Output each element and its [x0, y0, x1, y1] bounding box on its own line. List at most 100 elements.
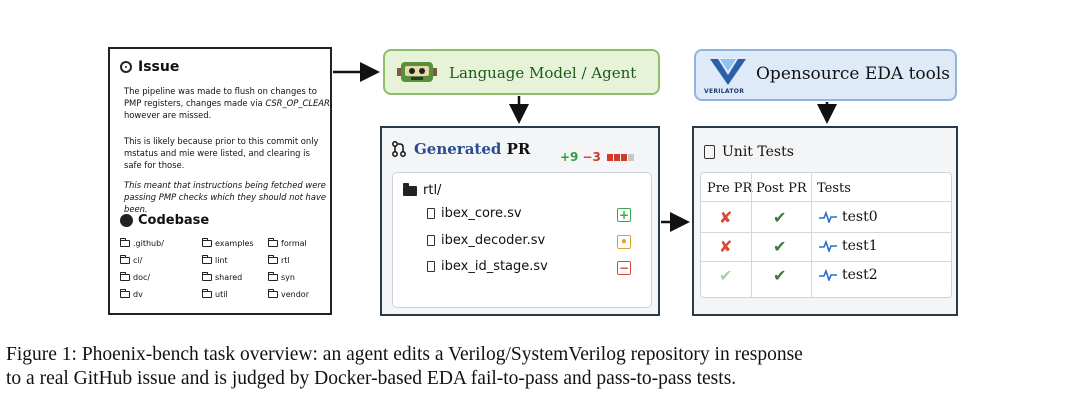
issue-paragraph-3: This meant that instructions being fetch… [124, 180, 327, 214]
pull-request-icon [392, 141, 406, 157]
folder-icon [268, 238, 278, 247]
language-model-box: Language Model / Agent [383, 49, 660, 95]
eda-tools-label: Opensource EDA tools [756, 64, 951, 84]
issue-heading: Issue [120, 59, 179, 75]
additions-count: +9 [560, 150, 579, 164]
language-model-label: Language Model / Agent [449, 64, 637, 82]
codebase-dir-name: .github/ [133, 239, 164, 248]
generated-pr-panel: Generated PR +9 −3 rtl/ ibex_core.sv + ibe… [380, 126, 660, 316]
issue-paragraph-1: The pipeline was made to flush on change… [124, 86, 330, 120]
file-change-modified-icon: • [617, 235, 631, 249]
codebase-dir-name: formal [281, 239, 307, 248]
figure-caption: Figure 1: Phoenix-bench task overview: a… [6, 343, 1076, 391]
folder-icon [120, 238, 130, 247]
file-name: ibex_decoder.sv [441, 233, 546, 248]
caption-line-2: to a real GitHub issue and is judged by … [6, 368, 737, 389]
codebase-dir-name: shared [215, 273, 243, 282]
pr-file-row[interactable]: ibex_core.sv [427, 206, 522, 221]
column-header-post-pr: Post PR [756, 181, 807, 196]
codebase-dir-item[interactable]: ci/ [120, 255, 143, 265]
file-change-deleted-icon: − [617, 261, 631, 275]
codebase-dir-name: vendor [281, 290, 309, 299]
codebase-dir-item[interactable]: formal [268, 238, 307, 248]
column-header-tests: Tests [817, 181, 851, 196]
folder-icon [120, 272, 130, 281]
codebase-dir-item[interactable]: examples [202, 238, 254, 248]
codebase-dir-name: doc/ [133, 273, 151, 282]
codebase-dir-item[interactable]: doc/ [120, 272, 151, 282]
codebase-dir-name: rtl [281, 256, 290, 265]
codebase-dir-name: lint [215, 256, 228, 265]
file-icon [427, 261, 435, 272]
codebase-dir-name: util [215, 290, 228, 299]
folder-row[interactable]: rtl/ [403, 182, 442, 198]
folder-icon [202, 255, 212, 264]
codebase-dir-name: syn [281, 273, 295, 282]
issue-panel: Issue The pipeline was made to flush on … [108, 47, 332, 315]
folder-icon [403, 182, 417, 196]
test-name: test0 [842, 209, 878, 225]
folder-icon [202, 289, 212, 298]
codebase-dir-item[interactable]: syn [268, 272, 295, 282]
pulse-icon [819, 240, 837, 252]
pr-title-generated: Generated [414, 140, 502, 158]
folder-icon [202, 238, 212, 247]
diff-bar [606, 153, 634, 161]
test-name: test1 [842, 238, 878, 254]
post-pr-result: ✔ [773, 208, 787, 227]
folder-icon [120, 255, 130, 264]
codebase-dir-name: ci/ [133, 256, 143, 265]
column-header-pre-pr: Pre PR [707, 181, 753, 196]
file-name: ibex_id_stage.sv [441, 259, 548, 274]
pr-file-row[interactable]: ibex_decoder.sv [427, 233, 545, 248]
issue-paragraph-2: This is likely because prior to this com… [124, 136, 319, 170]
issue-icon [120, 61, 132, 73]
test-row[interactable]: test2 [819, 267, 878, 283]
codebase-dir-name: dv [133, 290, 143, 299]
pr-file-row[interactable]: ibex_id_stage.sv [427, 259, 548, 274]
diff-stats: +9 −3 [560, 150, 634, 164]
issue-title: Issue [138, 59, 180, 75]
unit-tests-table: Pre PR Post PR Tests ✘ ✔ test0 ✘ ✔ test1 ✔ ✔ tes… [700, 172, 952, 298]
file-change-added-icon: + [617, 208, 631, 222]
folder-name: rtl/ [423, 183, 442, 198]
codebase-dir-item[interactable]: shared [202, 272, 243, 282]
robot-icon [397, 62, 437, 82]
codebase-dir-item[interactable]: vendor [268, 289, 309, 299]
post-pr-result: ✔ [773, 266, 787, 285]
eda-tools-box: VERILATOR Opensource EDA tools [694, 49, 957, 101]
file-icon [427, 208, 435, 219]
folder-icon [268, 289, 278, 298]
github-icon [120, 214, 133, 227]
test-name: test2 [842, 267, 878, 283]
test-row[interactable]: test0 [819, 209, 878, 225]
pre-pr-result: ✔ [719, 266, 733, 285]
clipboard-icon [704, 145, 715, 159]
codebase-dir-item[interactable]: util [202, 289, 228, 299]
codebase-dir-item[interactable]: .github/ [120, 238, 164, 248]
file-name: ibex_core.sv [441, 206, 522, 221]
unit-tests-heading: Unit Tests [704, 144, 794, 160]
file-icon [427, 235, 435, 246]
pr-heading: Generated PR [392, 140, 530, 158]
pre-pr-result: ✘ [719, 208, 733, 227]
codebase-dir-item[interactable]: dv [120, 289, 143, 299]
pulse-icon [819, 269, 837, 281]
unit-tests-title: Unit Tests [722, 144, 794, 160]
folder-icon [268, 272, 278, 281]
flow-arrows [333, 62, 837, 232]
pre-pr-result: ✘ [719, 237, 733, 256]
unit-tests-panel: Unit Tests Pre PR Post PR Tests ✘ ✔ test0 ✘… [692, 126, 958, 316]
codebase-dir-item[interactable]: rtl [268, 255, 290, 265]
caption-line-1: Figure 1: Phoenix-bench task overview: a… [6, 344, 803, 365]
folder-icon [120, 289, 130, 298]
codebase-title: Codebase [138, 213, 210, 228]
folder-icon [202, 272, 212, 281]
verilator-logo-text: VERILATOR [704, 88, 745, 95]
test-row[interactable]: test1 [819, 238, 878, 254]
post-pr-result: ✔ [773, 237, 787, 256]
verilator-logo-icon [710, 59, 746, 85]
codebase-heading: Codebase [120, 213, 209, 228]
pulse-icon [819, 211, 837, 223]
codebase-dir-item[interactable]: lint [202, 255, 228, 265]
